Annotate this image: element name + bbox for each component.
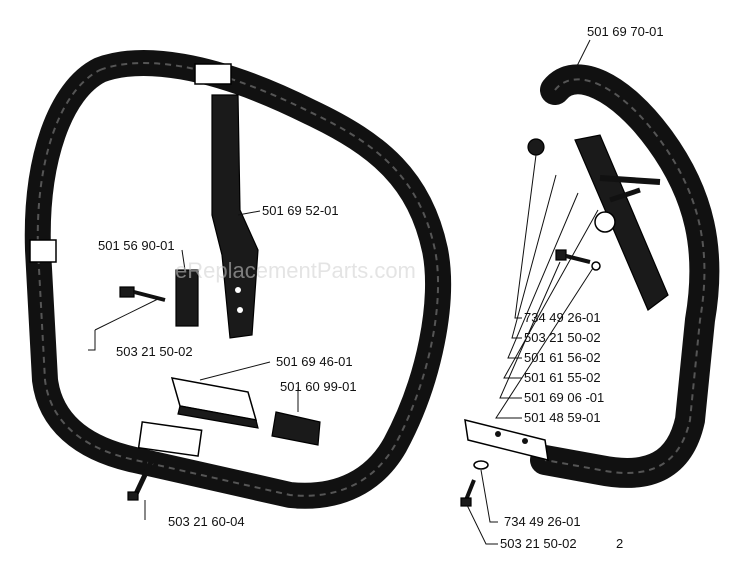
label-501-48-59-01: 501 48 59-01: [524, 410, 601, 425]
label-503-21-50-02-left: 503 21 50-02: [116, 344, 193, 359]
bar-part: [170, 377, 259, 429]
pad-part: [271, 411, 321, 446]
label-734-49-26-01: 734 49 26-01: [524, 310, 601, 325]
right-bracket-part: [527, 134, 669, 311]
strap-part: [211, 94, 259, 339]
leader-lines: [88, 39, 599, 545]
watermark-text: eReplacementParts.com: [175, 258, 416, 283]
label-501-69-70-01: 501 69 70-01: [587, 24, 664, 39]
label-suffix-2: 2: [616, 536, 623, 551]
bottom-bolt-part: [127, 458, 155, 501]
frame-sleeve-left: [29, 239, 57, 263]
label-501-69-46-01: 501 69 46-01: [276, 354, 353, 369]
label-503-21-60-04: 503 21 60-04: [168, 514, 245, 529]
frame-sleeve-bottom: [137, 421, 203, 457]
left-bolt-part: [119, 286, 166, 302]
label-734-49-26-01-bottom: 734 49 26-01: [504, 514, 581, 529]
label-501-69-06-01: 501 69 06 -01: [524, 390, 604, 405]
left-handle-frame: [24, 50, 452, 509]
label-501-61-56-02: 501 61 56-02: [524, 350, 601, 365]
label-503-21-50-02-right: 503 21 50-02: [524, 330, 601, 345]
rubber-block-part: [175, 269, 199, 327]
right-handle-frame: [530, 64, 720, 488]
bottom-right-fastener-part: [460, 460, 489, 507]
label-503-21-50-02-bottom: 503 21 50-02: [500, 536, 577, 551]
label-501-56-90-01: 501 56 90-01: [98, 238, 175, 253]
label-501-60-99-01: 501 60 99-01: [280, 379, 357, 394]
label-501-61-55-02: 501 61 55-02: [524, 370, 601, 385]
label-501-69-52-01: 501 69 52-01: [262, 203, 339, 218]
lower-plate-part: [464, 418, 549, 462]
frame-sleeve-top: [194, 63, 232, 85]
